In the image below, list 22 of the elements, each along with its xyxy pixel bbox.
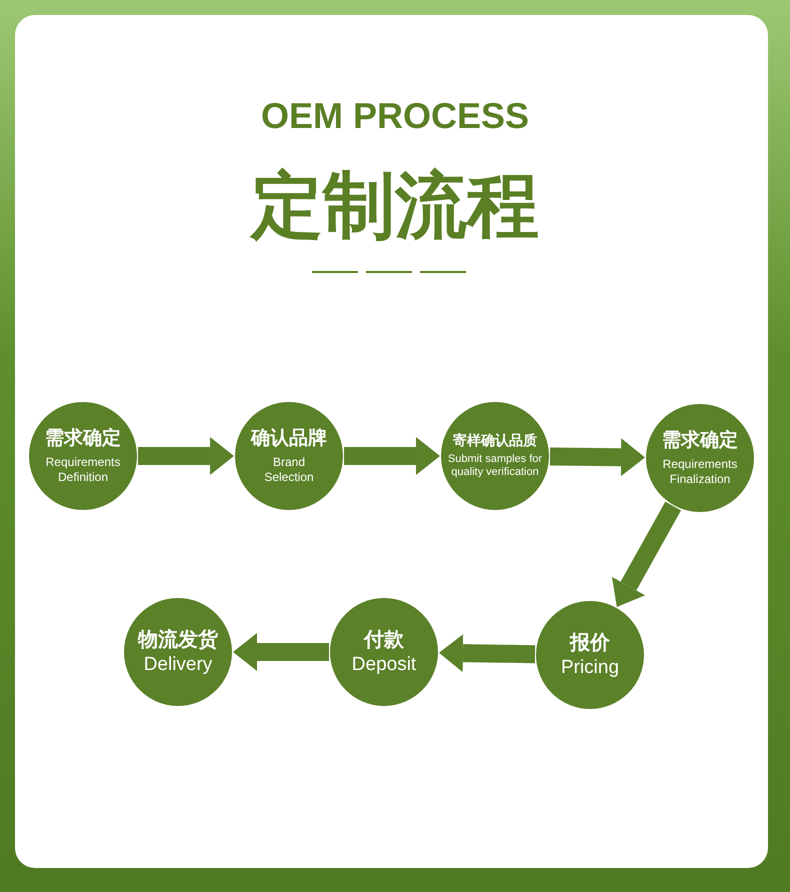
arrow [344,437,440,475]
arrow [138,437,234,475]
arrow [550,438,645,476]
step-subtitle: Pricing [560,656,620,680]
step-title: 寄样确认品质 [453,433,537,450]
step-subtitle: Requirements Definition [44,455,122,486]
step-title: 需求确定 [662,428,738,452]
arrow [439,634,536,672]
step-subtitle: Brand Selection [263,455,315,486]
step-subtitle: Submit samples for quality verification [446,453,544,479]
step-subtitle: Deposit [350,653,418,677]
heading: 定制流程 [248,162,540,249]
title: OEM PROCESS [260,95,530,137]
step-title: 报价 [570,630,610,654]
step-title: 需求确定 [45,426,121,450]
step-subtitle: Requirements Finalization [662,457,738,488]
step-subtitle: Delivery [142,653,214,677]
arrow [612,502,682,607]
step-title: 付款 [364,627,404,652]
arrow [233,633,329,671]
step-title: 物流发货 [138,627,218,652]
step-title: 确认品牌 [251,426,327,450]
